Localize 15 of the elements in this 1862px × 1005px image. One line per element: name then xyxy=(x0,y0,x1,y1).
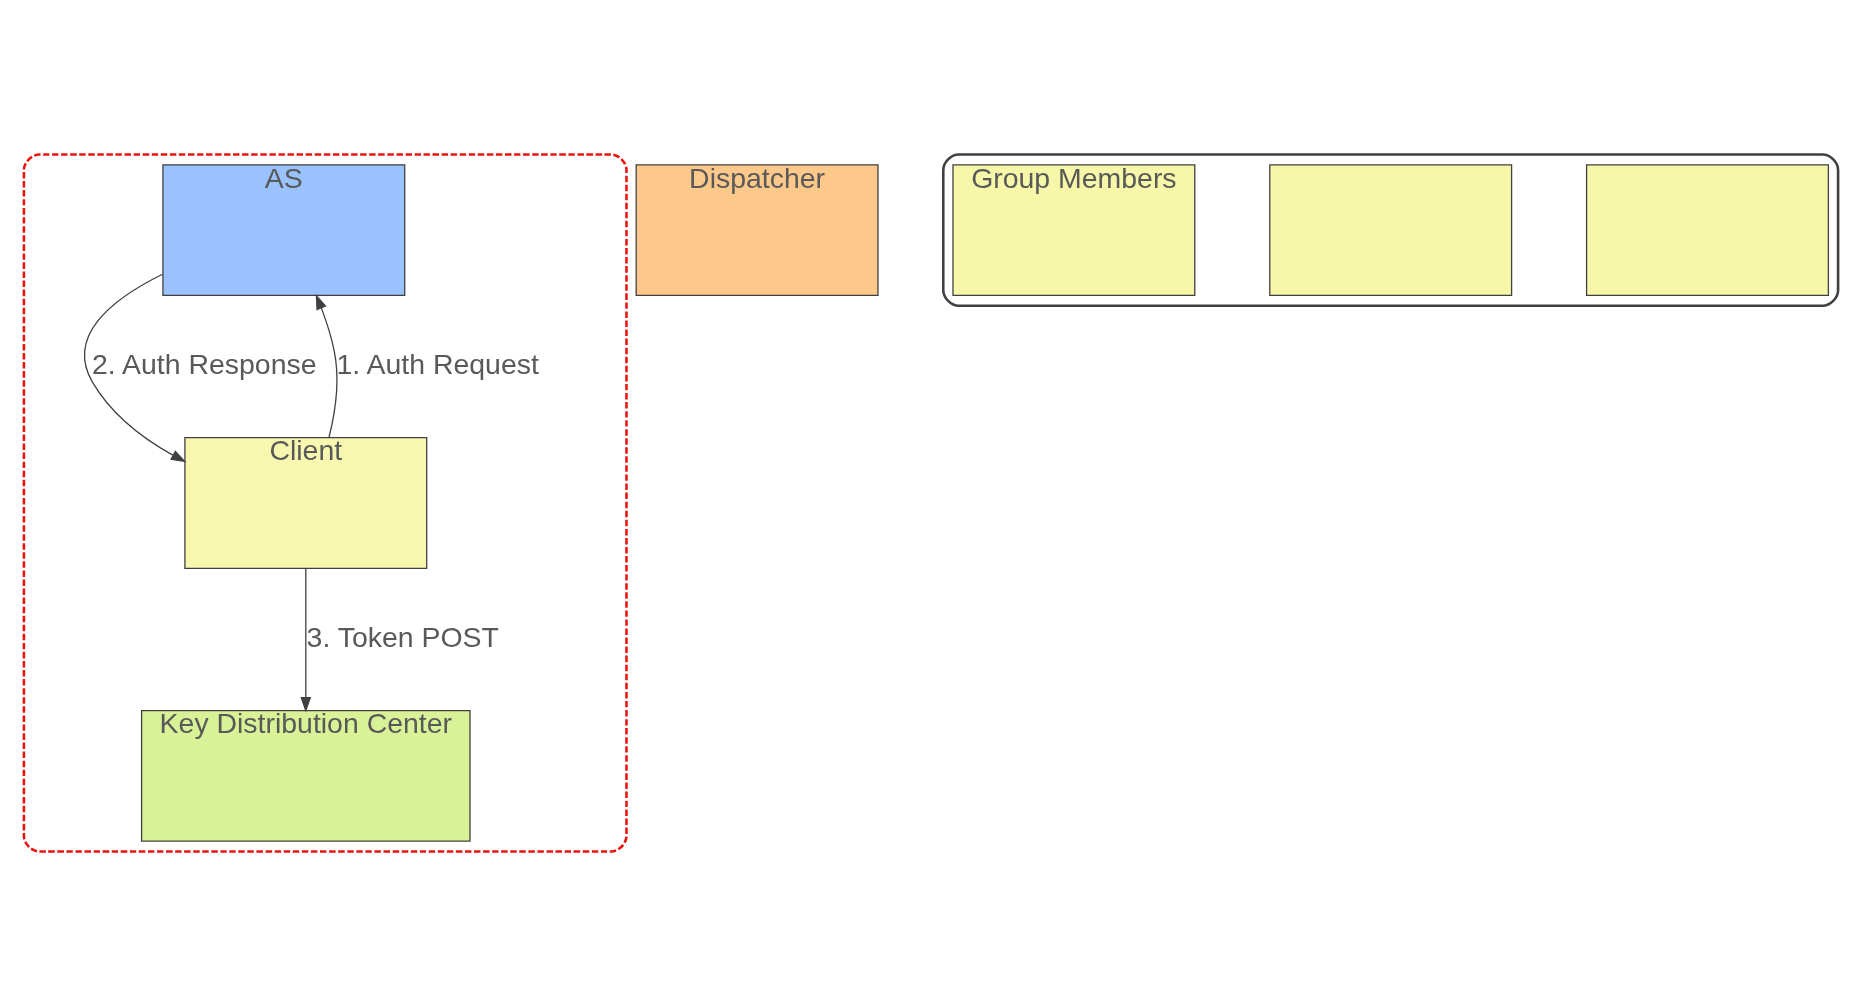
cluster xyxy=(942,152,1840,307)
arrow xyxy=(300,567,312,712)
arrow xyxy=(315,293,338,438)
node-box: Client xyxy=(184,436,428,569)
edge-label: 3. Token POST xyxy=(306,620,499,653)
cluster xyxy=(22,152,628,853)
node-box xyxy=(1269,163,1513,296)
node-box: Key Distribution Center xyxy=(140,709,471,842)
node-box: Dispatcher xyxy=(635,163,879,296)
edge-label: 2. Auth Response xyxy=(92,347,317,380)
node-box: Group Members xyxy=(952,163,1196,296)
arrow xyxy=(84,273,187,462)
node-box: AS xyxy=(162,163,406,296)
edge-label: 1. Auth Request xyxy=(336,347,539,380)
node-box xyxy=(1585,163,1830,296)
